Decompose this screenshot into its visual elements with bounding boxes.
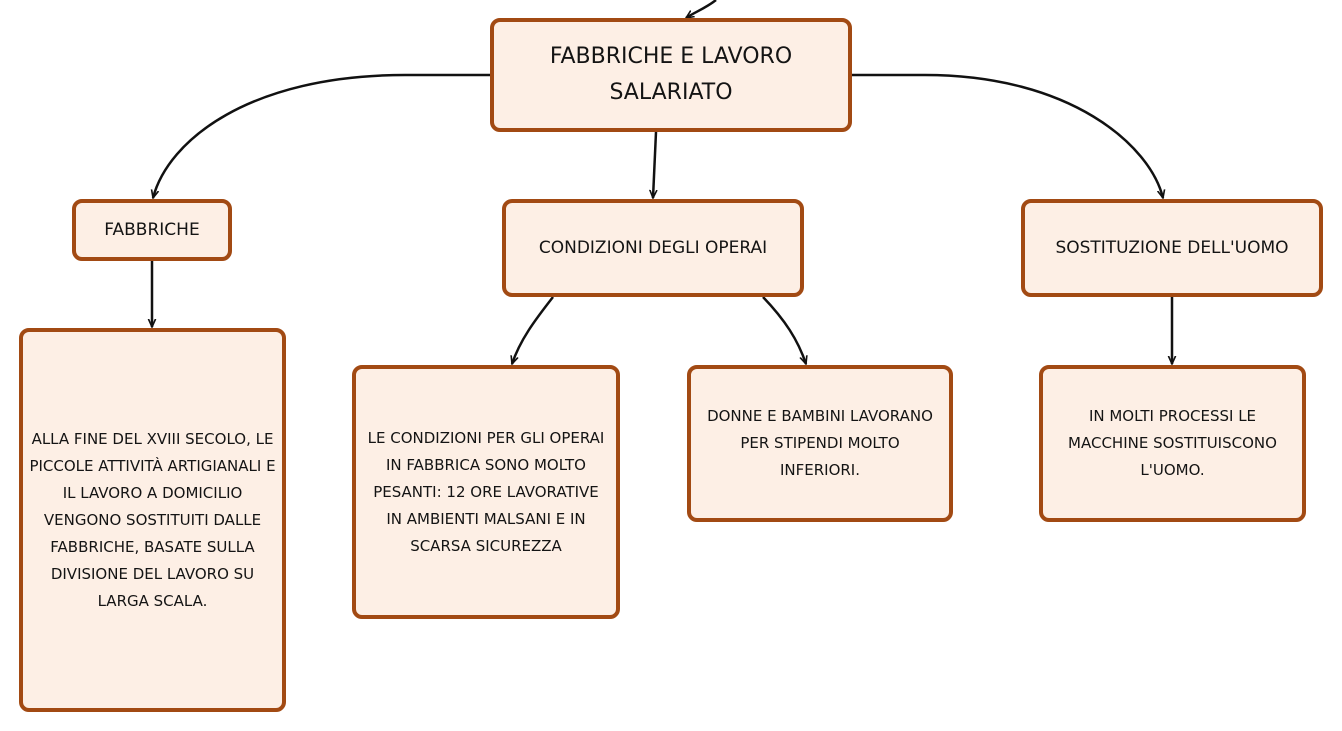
node-sostituzione-detail-text: IN MOLTI PROCESSI LE MACCHINE SOSTITUISC… <box>1068 407 1277 479</box>
node-condizioni-label: CONDIZIONI DEGLI OPERAI <box>538 238 768 258</box>
connector-root-condizioni <box>653 131 656 198</box>
connector-root-sostituzione <box>852 73 1163 198</box>
node-sostituzione-detail[interactable]: IN MOLTI PROCESSI LE MACCHINE SOSTITUISC… <box>1039 365 1306 522</box>
node-fabbriche-detail-text: ALLA FINE DEL XVIII SECOLO, LE PICCOLE A… <box>29 429 276 610</box>
connector-incoming-root <box>686 0 717 18</box>
node-fabbriche[interactable]: FABBRICHE <box>72 199 232 261</box>
node-sostituzione-label: SOSTITUZIONE DELL'UOMO <box>1055 238 1289 258</box>
node-fabbriche-label: FABBRICHE <box>104 220 200 240</box>
node-condizioni-detail-text: LE CONDIZIONI PER GLI OPERAI IN FABBRICA… <box>367 428 605 555</box>
root-node-label: FABBRICHE E LAVORO SALARIATO <box>549 44 793 105</box>
connector-condizioni-detail <box>512 296 554 364</box>
root-node[interactable]: FABBRICHE E LAVORO SALARIATO <box>490 18 852 132</box>
node-donne-e-bambini[interactable]: DONNE E BAMBINI LAVORANO PER STIPENDI MO… <box>687 365 953 522</box>
node-sostituzione-dell-uomo[interactable]: SOSTITUZIONE DELL'UOMO <box>1021 199 1323 297</box>
node-donne-e-bambini-text: DONNE E BAMBINI LAVORANO PER STIPENDI MO… <box>707 407 933 479</box>
node-fabbriche-detail[interactable]: ALLA FINE DEL XVIII SECOLO, LE PICCOLE A… <box>19 328 286 712</box>
node-condizioni-detail[interactable]: LE CONDIZIONI PER GLI OPERAI IN FABBRICA… <box>352 365 620 619</box>
connector-root-fabbriche <box>153 73 490 198</box>
connector-condizioni-donne <box>762 296 806 364</box>
node-condizioni-degli-operai[interactable]: CONDIZIONI DEGLI OPERAI <box>502 199 804 297</box>
